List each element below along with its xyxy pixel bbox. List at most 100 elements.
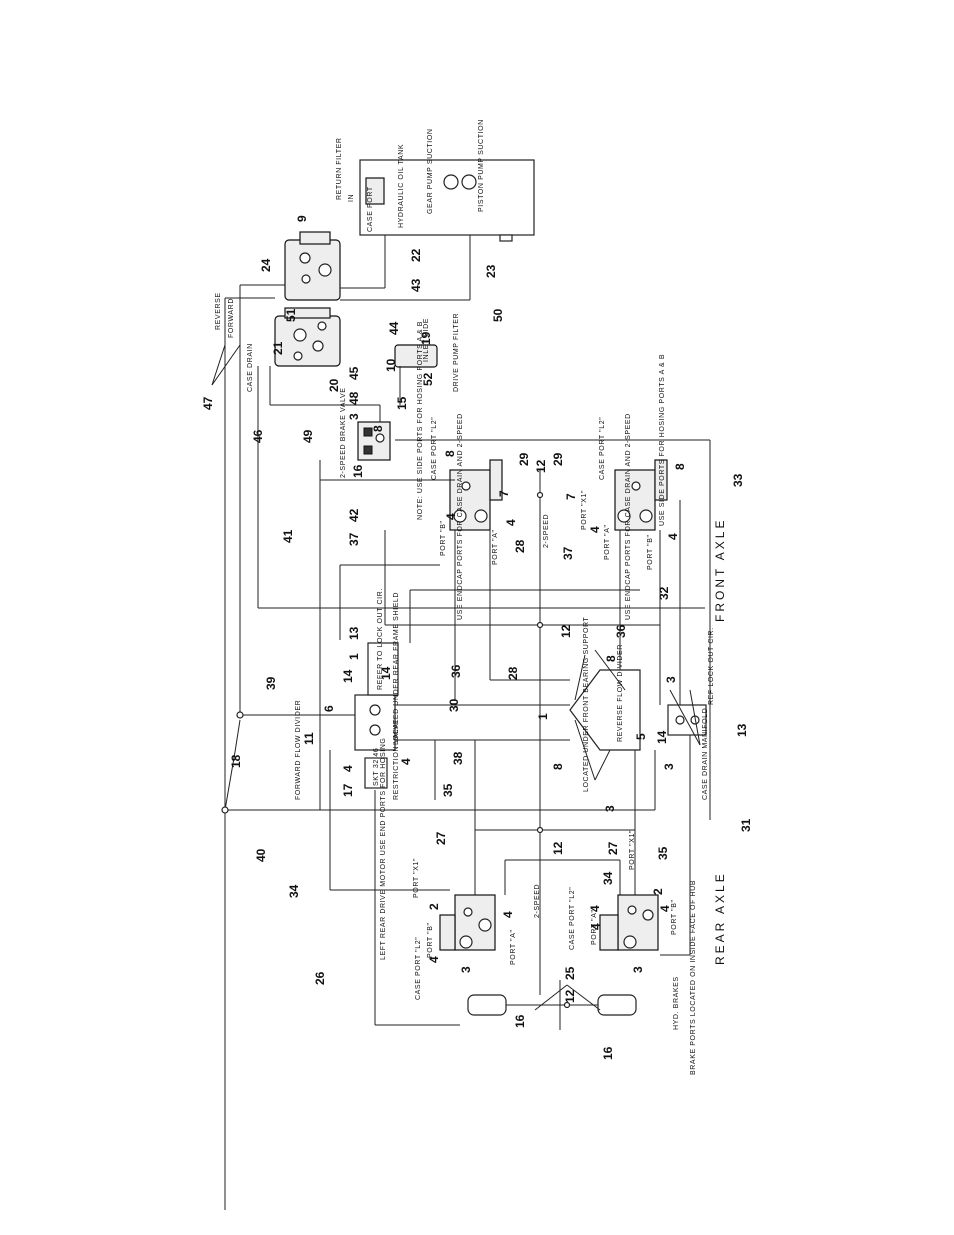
callout: 36 (449, 664, 463, 678)
front-right-case-port: CASE PORT "L2" (599, 417, 606, 480)
rear-right-port-x1: PORT "X1" (629, 830, 636, 870)
rear-left-port-b: PORT "B" (427, 922, 434, 958)
tank-title: HYDRAULIC OIL TANK (398, 144, 405, 228)
callout: 1 (536, 713, 550, 720)
front-right-drive-motor: CASE PORT "L2" PORT "X1" PORT "A" USE SI… (581, 354, 668, 620)
restriction-valve: SKT 32.46 RESTRICTION VALVE (364, 719, 400, 800)
callout: 11 (302, 732, 316, 745)
callout: 13 (347, 626, 361, 640)
callout: 4 (588, 526, 602, 533)
piston-drive-pump (274, 307, 341, 367)
callout: 23 (484, 264, 498, 278)
callout: 4 (504, 519, 518, 526)
callout: 30 (447, 698, 461, 712)
reverse-flow-divider-label: REVERSE FLOW DIVIDER (617, 644, 624, 742)
rear-right-drive-motor: CASE PORT "L2" PORT "A" PORT "B" PORT "X… (569, 830, 678, 951)
inlet-side-label: INLET SIDE (423, 318, 430, 362)
callout: 3 (662, 763, 676, 770)
callout: 35 (656, 846, 670, 860)
callout: 37 (347, 532, 361, 546)
callout: 39 (264, 676, 278, 690)
callout: 5 (634, 733, 648, 740)
callout: 10 (384, 358, 398, 372)
callout: 4 (427, 956, 441, 963)
front-left-note: NOTE: USE SIDE PORTS FOR HOSING PORTS A … (417, 321, 424, 520)
two-speed-rear-label: 2-SPEED (534, 884, 541, 918)
restriction-valve-inner: SKT 32.46 (373, 748, 380, 786)
callout: 2 (651, 888, 665, 895)
callout: 51 (284, 308, 298, 322)
forward-flow-divider-label: FORWARD FLOW DIVIDER (295, 700, 302, 800)
callout: 3 (459, 966, 473, 973)
callout: 4 (341, 765, 355, 772)
front-right-port-a: PORT "A" (604, 524, 611, 560)
rear-left-port-x1: PORT "X1" (413, 858, 420, 898)
callout: 43 (409, 278, 423, 292)
front-left-endcap: USE ENDCAP PORTS FOR CASE DRAIN AND 2-SP… (457, 413, 464, 620)
callout: 4 (666, 533, 680, 540)
callout: 28 (506, 666, 520, 680)
forward-flow-divider-refer: REFER TO LOCK OUT CIR. (377, 588, 384, 690)
callout: 28 (513, 539, 527, 553)
junction-marker (536, 826, 544, 834)
rear-right-port-b: PORT "B" (671, 899, 678, 935)
callout: 8 (443, 450, 457, 457)
callout: 8 (673, 463, 687, 470)
forward-line-label: FORWARD (228, 298, 235, 338)
callout: 27 (434, 831, 448, 845)
callout: 29 (517, 452, 531, 466)
callout: 9 (295, 215, 309, 222)
front-right-port-x1: PORT "X1" (581, 490, 588, 530)
callout: 24 (259, 258, 273, 272)
callout: 8 (604, 655, 618, 662)
callout: 16 (513, 1014, 527, 1028)
callout: 41 (281, 529, 295, 543)
callout: 4 (444, 513, 458, 520)
tank-case-port-label: CASE PORT (367, 186, 374, 232)
callout: 8 (371, 425, 385, 432)
rear-left-drive-motor: LEFT REAR DRIVE MOTOR USE END PORTS FOR … (380, 738, 517, 1000)
case-drain-line-label: CASE DRAIN (247, 343, 254, 392)
callout: 15 (395, 396, 409, 410)
callout: 3 (664, 676, 678, 683)
front-right-port-b: PORT "B" (647, 534, 654, 570)
callout: 46 (251, 429, 265, 443)
callout: 14 (655, 730, 669, 744)
restriction-valve-label: RESTRICTION VALVE (393, 719, 400, 800)
callout: 12 (563, 989, 577, 1003)
callout: 34 (601, 871, 615, 885)
gear-pump-suction-label: GEAR PUMP SUCTION (427, 128, 434, 214)
callout: 3 (631, 966, 645, 973)
callout: 38 (451, 751, 465, 765)
callout-numbers: 9 24 22 43 23 50 51 21 44 19 10 45 52 20… (201, 215, 753, 1060)
callout: 47 (201, 396, 215, 410)
callout: 25 (563, 966, 577, 980)
callout: 4 (589, 923, 603, 930)
junction-marker (536, 621, 544, 629)
front-axle-label: FRONT AXLE (713, 518, 727, 622)
callout: 42 (347, 508, 361, 522)
callout: 35 (441, 783, 455, 797)
callout: 33 (731, 473, 745, 487)
callout: 3 (603, 805, 617, 812)
callout: 21 (271, 341, 285, 355)
callout: 12 (559, 624, 573, 638)
callout: 14 (379, 666, 393, 680)
callout: 26 (313, 971, 327, 985)
callout: 12 (551, 841, 565, 855)
callout: 32 (657, 586, 671, 600)
junction-marker (221, 806, 229, 814)
callout: 4 (588, 905, 602, 912)
callout: 44 (387, 321, 401, 335)
hydraulic-brakes: HYD. BRAKES BRAKE PORTS LOCATED ON INSID… (467, 880, 697, 1075)
rear-right-port-a: PORT "A" (591, 909, 598, 945)
callout: 22 (409, 248, 423, 262)
callout: 7 (497, 490, 511, 497)
rear-axle-label: REAR AXLE (713, 871, 727, 965)
junction-marker (236, 711, 244, 719)
rear-right-case-port: CASE PORT "L2" (569, 887, 576, 950)
hydraulic-oil-tank: RETURN FILTER IN CASE PORT HYDRAULIC OIL… (336, 119, 535, 242)
callout: 29 (551, 452, 565, 466)
callout: 18 (229, 754, 243, 768)
